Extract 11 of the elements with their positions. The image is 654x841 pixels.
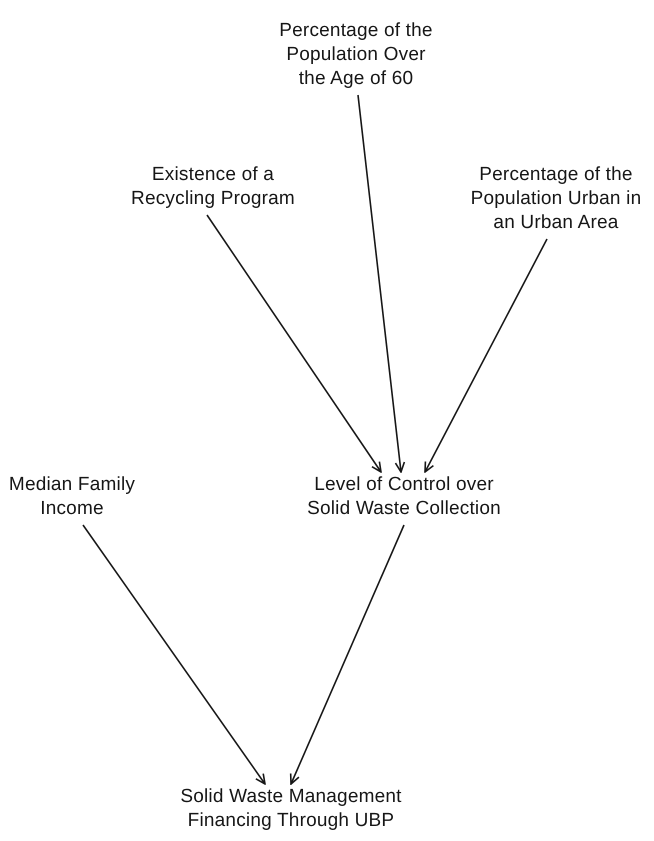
arrow <box>290 524 405 785</box>
variable-label: Percentage of the Population Urban in an Urban Area <box>461 163 651 235</box>
arrow <box>357 94 406 473</box>
variable-label: Median Family Income <box>0 473 144 521</box>
variable-label: Existence of a Recycling Program <box>123 163 303 211</box>
arrow <box>82 524 266 785</box>
variable-label: Level of Control over Solid Waste Collection <box>295 473 513 521</box>
variable-label: Percentage of the Population Over the Age of 60 <box>276 19 436 91</box>
variable-label: Solid Waste Management Financing Through UBP <box>160 785 422 833</box>
arrow <box>206 214 382 473</box>
arrow <box>424 238 548 473</box>
